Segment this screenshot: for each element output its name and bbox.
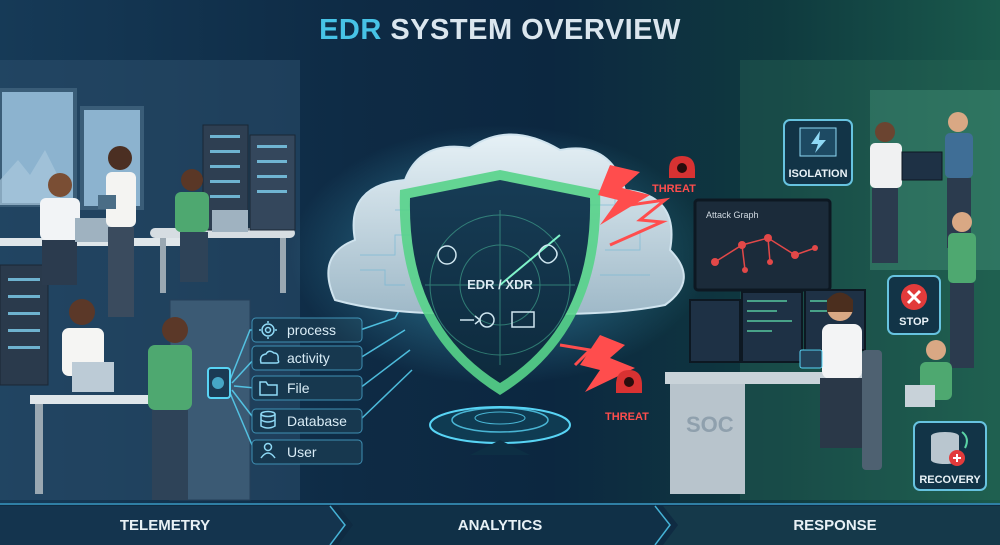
threat-lower — [559, 335, 642, 393]
brain-gear-icon — [437, 245, 457, 265]
folder-icon — [259, 381, 278, 396]
telemetry-label-activity: activity — [287, 350, 330, 366]
analytics-screen-icon — [511, 311, 535, 328]
engineer-console — [945, 112, 973, 248]
core-label: EDR / XDR — [467, 277, 533, 292]
edr-shield — [399, 170, 601, 395]
technician-recovery — [905, 340, 952, 407]
soc-label: SOC — [686, 412, 734, 437]
gear-icon — [259, 321, 277, 339]
isolation-label: ISOLATION — [788, 168, 848, 180]
recovery-label: RECOVERY — [919, 474, 981, 486]
brain-icon — [538, 244, 558, 264]
stop-badge — [887, 275, 941, 335]
recovery-badge — [913, 421, 987, 491]
technician-server-door — [148, 299, 251, 501]
radar-pedestal — [429, 406, 571, 455]
phase-analytics: ANALYTICS — [457, 517, 543, 534]
soc-analyst — [799, 292, 882, 470]
title-accent: EDR — [319, 14, 382, 46]
telemetry-label-file: File — [287, 380, 310, 396]
telemetry-label-process: process — [287, 322, 337, 338]
employee-woman-laptop — [62, 299, 114, 392]
telemetry-item-boxes — [251, 317, 363, 465]
employee-tablet — [98, 146, 136, 317]
employee-laptop — [40, 173, 113, 285]
phase-response: RESPONSE — [793, 517, 877, 534]
attack-graph-title: Attack Graph — [706, 210, 759, 220]
telemetry-label-database: Database — [287, 413, 347, 429]
attack-graph-monitor — [693, 198, 832, 292]
cloud-icon — [259, 350, 280, 364]
database-icon — [260, 410, 276, 429]
engineer-isolation — [870, 122, 943, 263]
isolation-badge — [783, 119, 853, 186]
hacker-icon — [616, 370, 642, 393]
threat-label-lower: THREAT — [605, 411, 649, 423]
technician-stop — [948, 212, 976, 368]
phase-telemetry: TELEMETRY — [119, 517, 211, 534]
telemetry-label-user: User — [287, 444, 317, 460]
threat-label-upper: THREAT — [652, 183, 696, 195]
stop-label: STOP — [899, 316, 929, 328]
database-restore-icon — [931, 431, 968, 466]
server-rack — [249, 134, 296, 231]
server-rack — [0, 264, 49, 386]
close-icon — [906, 289, 922, 305]
hacker-icon — [669, 156, 695, 178]
page-title: EDR SYSTEM OVERVIEW — [0, 14, 1000, 47]
telemetry-office-scene — [0, 60, 300, 501]
user-icon — [260, 442, 276, 459]
threat-upper — [598, 156, 695, 247]
title-rest: SYSTEM OVERVIEW — [381, 14, 681, 46]
employee-green-laptop — [175, 169, 248, 282]
phase-band — [0, 503, 1000, 545]
lightning-icon — [811, 131, 826, 153]
